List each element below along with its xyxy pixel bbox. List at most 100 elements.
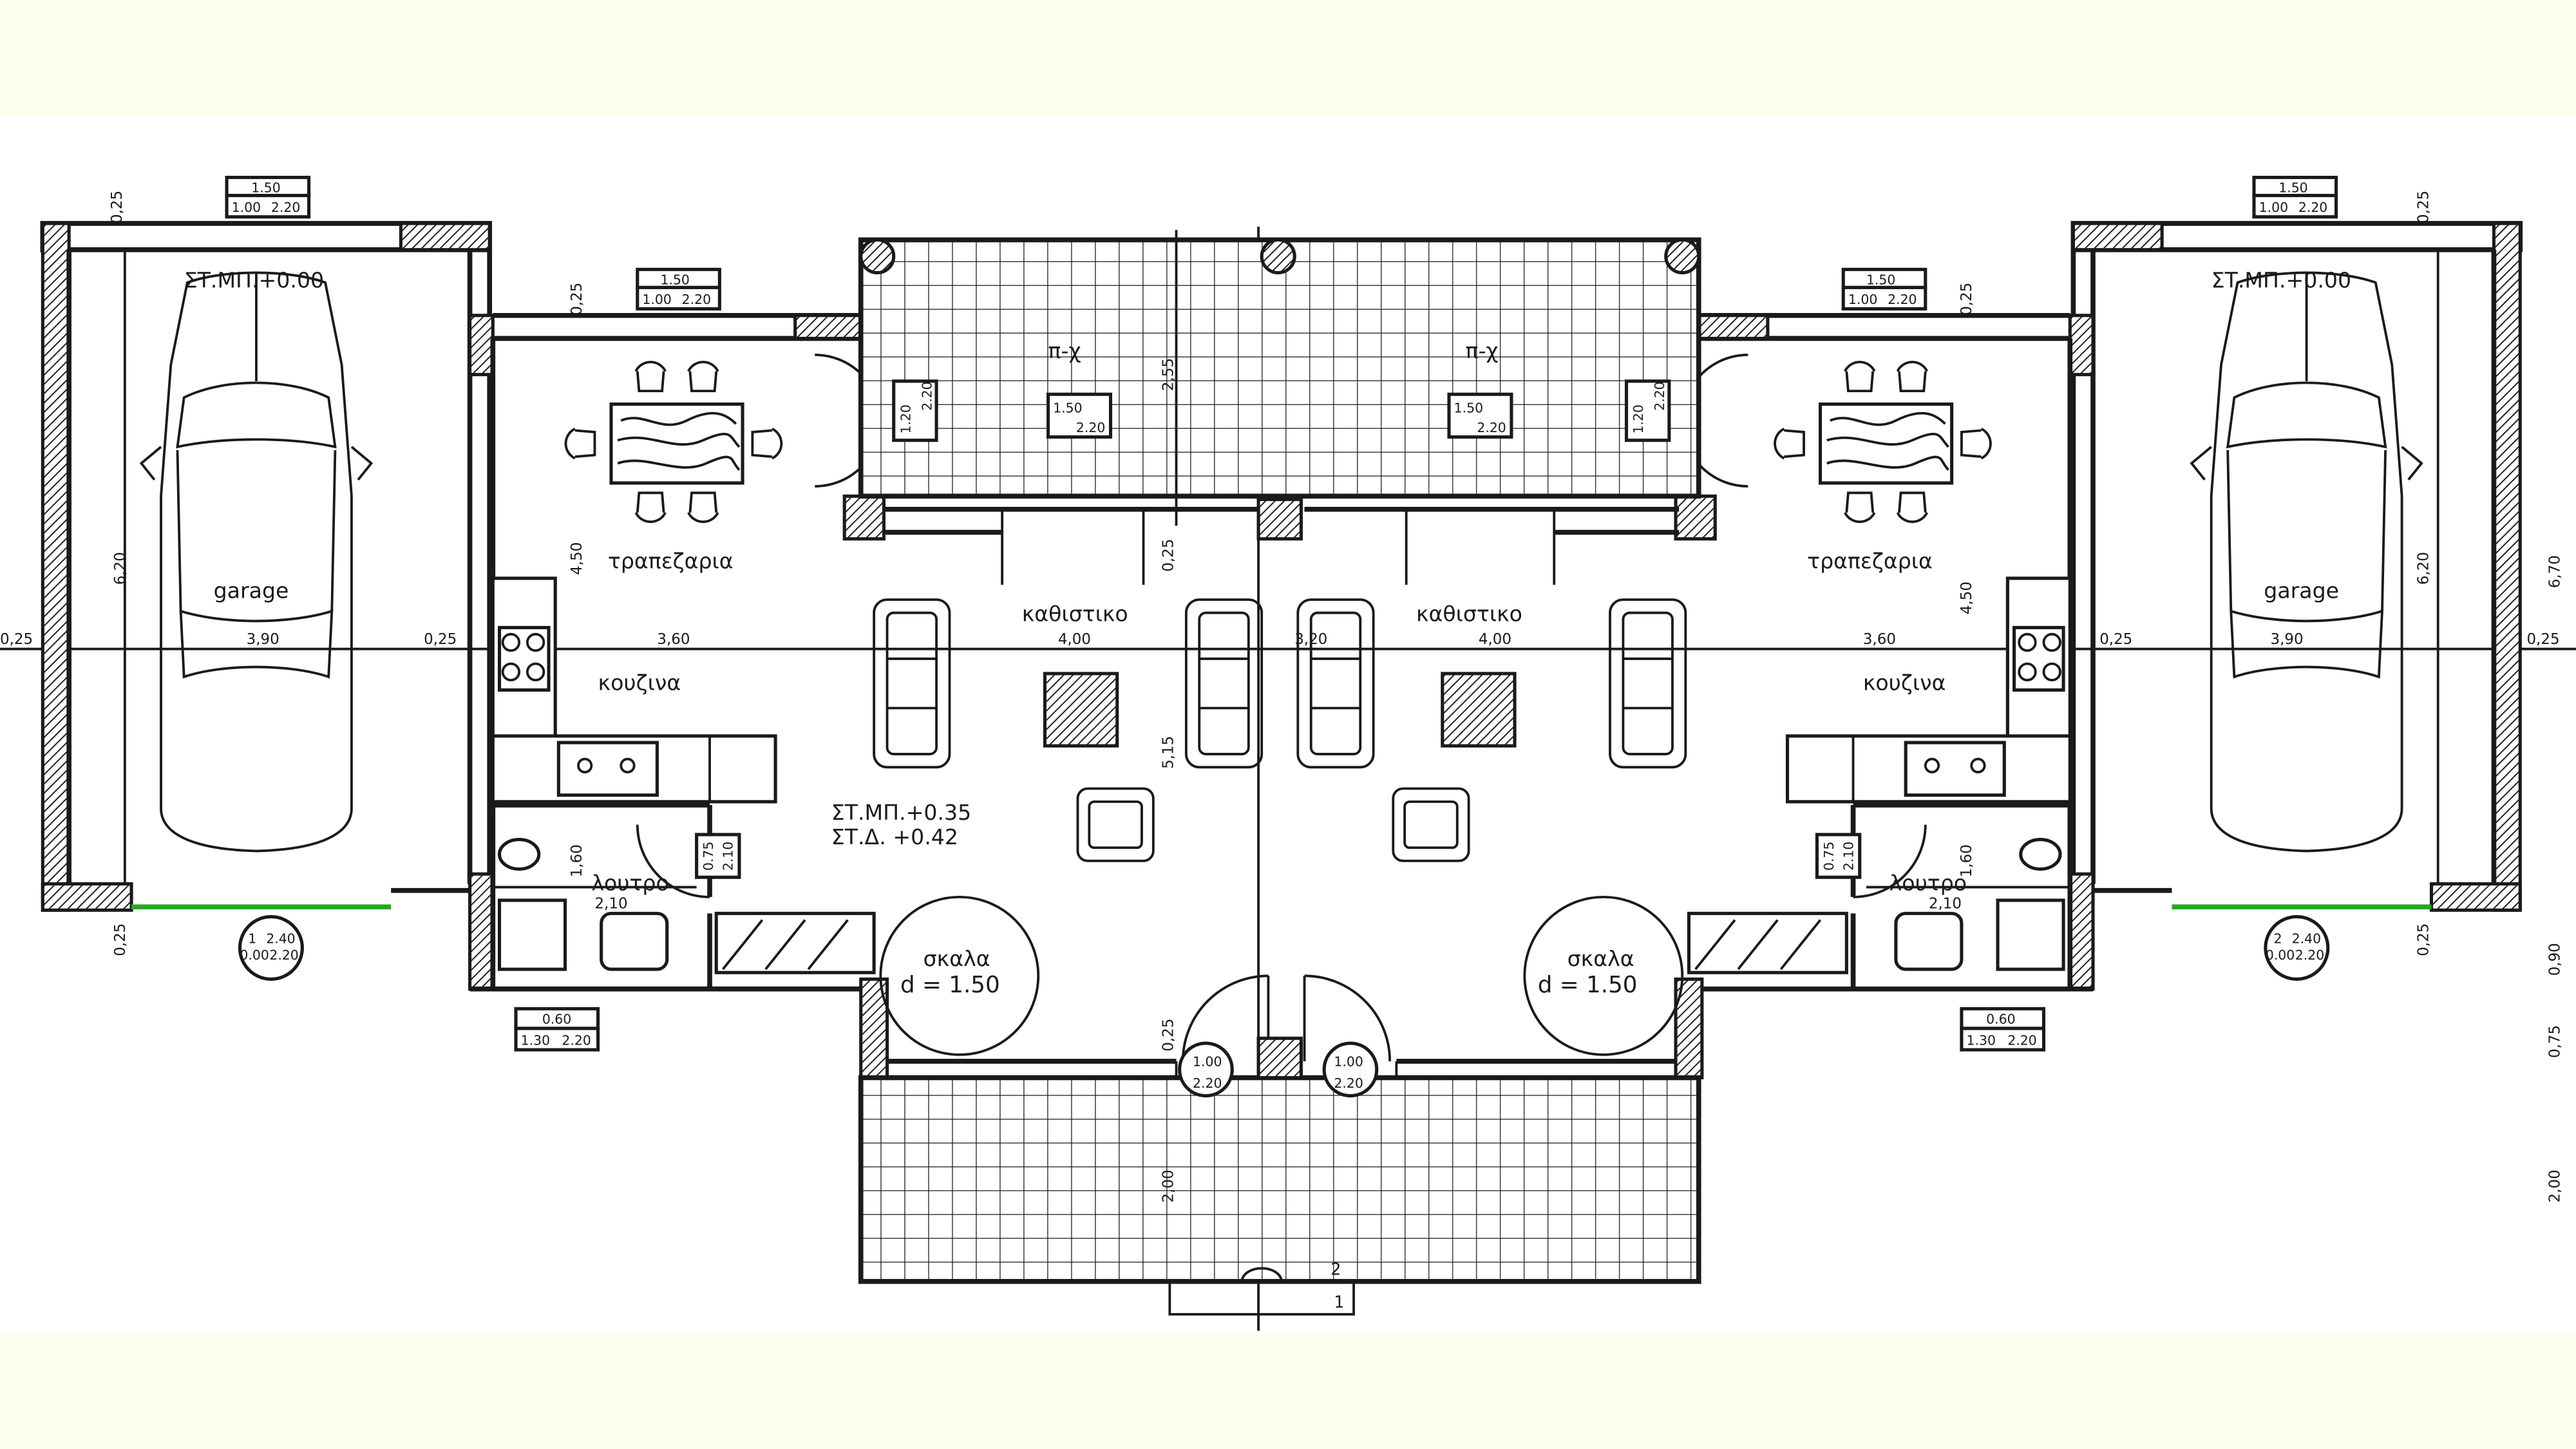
door-side-right-head: 2.20: [1652, 381, 1667, 410]
dim-living-depth: 5,15: [1160, 736, 1177, 769]
dim-step-3: 2,00: [2546, 1170, 2563, 1202]
stair-right-label: σκαλα: [1567, 946, 1634, 971]
win-garage-right-sill: 1.00: [2259, 200, 2288, 215]
win-dining-left-width: 1.50: [661, 272, 690, 287]
door-bath-right-head: 2.10: [1841, 842, 1857, 871]
door-patio-right-width: 1.50: [1454, 400, 1483, 415]
win-bath-right-width: 0.60: [1986, 1011, 2015, 1027]
door-entry-right-head: 2.20: [1334, 1075, 1363, 1091]
win-garage-right-width: 1.50: [2278, 180, 2307, 195]
dim-top-left-wall: 0,25: [109, 191, 126, 223]
stair-right-diameter: d = 1.50: [1538, 972, 1638, 998]
garage-right-label: garage: [2264, 578, 2339, 603]
bath-right-label: λουτρο: [1889, 871, 1967, 896]
stair-left-diameter: d = 1.50: [900, 972, 1000, 998]
dim-step-2: 0,75: [2546, 1025, 2563, 1058]
dim-step-1: 0,90: [2546, 943, 2563, 976]
garage-door-right-number: 2: [2274, 931, 2282, 946]
plan-labels: ΣΤ.ΜΠ.+0.00 ΣΤ.ΜΠ.+0.00 garage garage τρ…: [184, 267, 2351, 1312]
kitchen-right-label: κουζινα: [1863, 670, 1946, 695]
dining-right-label: τραπεζαρια: [1807, 549, 1933, 574]
door-bath-left-width: 0.75: [701, 842, 716, 871]
living-left-label: καθιστικο: [1022, 601, 1128, 626]
dim-living-left-width: 4,00: [1058, 631, 1091, 648]
dim-garage-right-width: 3,90: [2271, 631, 2304, 648]
dim-center: 3,20: [1294, 631, 1327, 648]
dim-bottom-left-wall: 0,25: [112, 923, 129, 956]
tiled-patio-top: [858, 230, 1701, 541]
door-patio-left-width: 1.50: [1053, 400, 1082, 415]
dim-bottom-right-wall: 0,25: [2415, 923, 2432, 956]
garage-left-label: garage: [214, 578, 289, 603]
dim-right-wall: 0,25: [2526, 631, 2559, 648]
win-dining-left-sill: 1.00: [642, 292, 671, 307]
left-garage: [40, 221, 493, 912]
floor-level-label: ΣΤ.ΜΠ.+0.35: [831, 800, 971, 825]
door-patio-right-head: 2.20: [1477, 420, 1506, 435]
win-dining-right-sill: 1.00: [1848, 292, 1877, 307]
dim-hall-wall: 0,25: [1160, 539, 1177, 572]
dim-bath-right-depth: 1,60: [1958, 844, 1975, 877]
dim-bath-right-width: 2,10: [1929, 896, 1962, 913]
dim-top-right-wall: 0,25: [2415, 191, 2432, 223]
dim-kitchen-left-width: 3,60: [657, 631, 690, 648]
door-entry-right-width: 1.00: [1334, 1054, 1363, 1070]
bath-left-label: λουτρο: [591, 871, 668, 896]
garage-right-level: ΣΤ.ΜΠ.+0.00: [2211, 267, 2351, 292]
dim-entry-wall: 0,25: [1160, 1019, 1177, 1052]
win-garage-left-width: 1.50: [251, 180, 280, 195]
door-side-left-head: 2.20: [919, 381, 934, 410]
kitchen-left-label: κουζινα: [598, 670, 681, 695]
dim-bath-left-width: 2,10: [594, 896, 627, 913]
dim-bath-left-depth: 1,60: [569, 844, 585, 877]
stair-left-label: σκαλα: [923, 946, 990, 971]
dining-left-label: τραπεζαρια: [608, 549, 734, 574]
dim-left-wall: 0,25: [0, 631, 33, 648]
dim-house-right-wall: 0,25: [1958, 283, 1975, 316]
win-bath-right-sill: 1.30: [1967, 1032, 1996, 1048]
finish-level-label: ΣΤ.Δ. +0.42: [831, 824, 958, 849]
dim-total-depth: 6,70: [2546, 555, 2563, 588]
dim-wall-right: 0,25: [2099, 631, 2132, 648]
dim-garage-left-width: 3,90: [247, 631, 279, 648]
door-side-right-width: 1.20: [1631, 404, 1646, 433]
dim-house-left-wall: 0,25: [569, 283, 585, 316]
tiled-patio-bottom: [858, 1036, 1701, 1316]
garage-door-right-width: 2.40: [2292, 931, 2321, 946]
win-garage-right-head: 2.20: [2298, 200, 2327, 215]
right-house: [1296, 312, 2095, 1150]
right-garage: [2070, 221, 2523, 912]
win-garage-left-head: 2.20: [271, 200, 300, 215]
dim-kitchen-right-width: 3,60: [1863, 631, 1896, 648]
opening-labels: 1.50 1.00 2.20 1.50 1.00 2.20 1.50 1.00 …: [232, 180, 2328, 1090]
garage-left-level: ΣΤ.ΜΠ.+0.00: [184, 267, 324, 292]
window-tags: [225, 175, 2338, 1098]
section-mark-1: 1: [1334, 1293, 1344, 1312]
garage-door-left-width: 2.40: [266, 931, 295, 946]
win-bath-right-head: 2.20: [2007, 1032, 2036, 1048]
dim-garage-depth-left: 6,20: [112, 552, 129, 585]
dim-dining-right-depth: 4,50: [1958, 582, 1975, 614]
left-house: [468, 312, 1270, 1150]
door-patio-left-head: 2.20: [1076, 420, 1105, 435]
garage-door-right-sill: 0.00: [2266, 947, 2295, 963]
win-bath-left-head: 2.20: [562, 1032, 591, 1048]
win-dining-left-head: 2.20: [682, 292, 711, 307]
section-mark-2: 2: [1331, 1260, 1341, 1280]
door-side-left-width: 1.20: [898, 404, 913, 433]
win-bath-left-sill: 1.30: [521, 1032, 550, 1048]
garage-door-left-sill: 0.00: [240, 947, 269, 963]
living-right-label: καθιστικο: [1416, 601, 1522, 626]
door-entry-left-width: 1.00: [1193, 1054, 1222, 1070]
dimension-labels: 0,25 3,90 0,25 3,60 4,00 3,20 4,00 3,60 …: [0, 191, 2563, 1202]
win-dining-right-width: 1.50: [1866, 272, 1895, 287]
win-bath-left-width: 0.60: [542, 1011, 571, 1027]
door-bath-right-width: 0.75: [1821, 842, 1837, 871]
win-dining-right-head: 2.20: [1888, 292, 1917, 307]
door-bath-left-head: 2.10: [721, 842, 736, 871]
door-entry-left-head: 2.20: [1193, 1075, 1222, 1091]
win-garage-left-sill: 1.00: [232, 200, 261, 215]
garage-door-right-head: 2.20: [2295, 947, 2324, 963]
patio-right-label: π-χ: [1466, 338, 1499, 363]
